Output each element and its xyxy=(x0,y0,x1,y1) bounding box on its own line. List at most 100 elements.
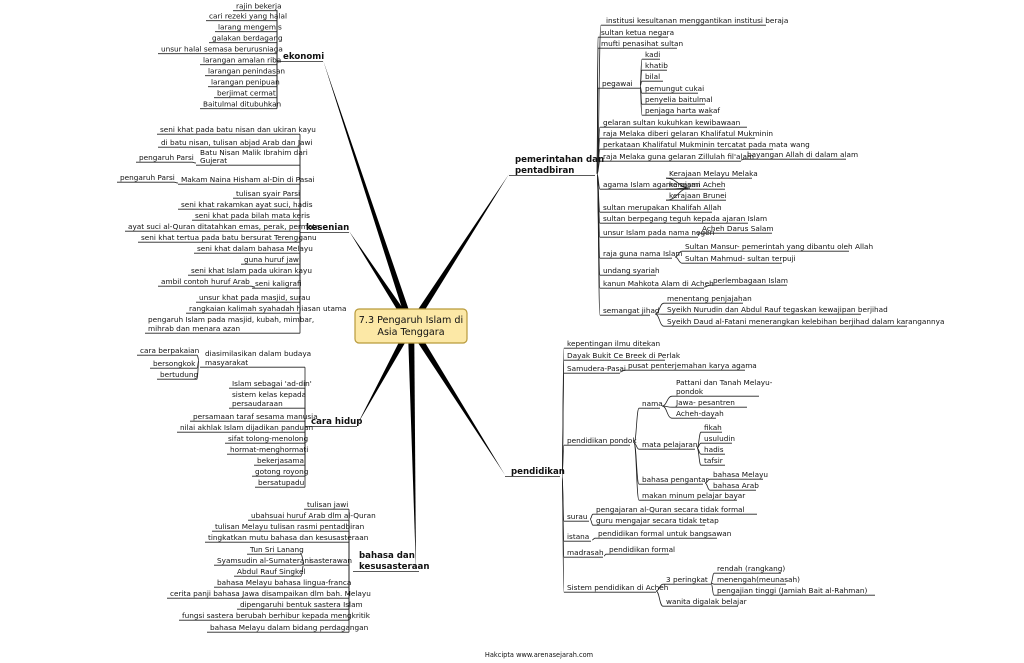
map-node[interactable]: unsur Islam pada nama negeri xyxy=(600,228,715,238)
map-node[interactable]: bersatupadu xyxy=(255,478,305,488)
map-node[interactable]: Makam Naina Hisham al-Din di Pasai xyxy=(178,175,315,185)
map-node[interactable]: menentang penjajahan xyxy=(664,294,752,304)
map-node[interactable]: cara berpakaian xyxy=(137,346,199,356)
map-node[interactable]: seni khat pada batu nisan dan ukiran kay… xyxy=(157,125,316,135)
map-node[interactable]: hadis xyxy=(701,445,725,455)
map-node[interactable]: sistem kelas kepada xyxy=(232,390,306,399)
map-node[interactable]: sifat tolong-menolong xyxy=(225,434,308,444)
map-node[interactable]: larangan amalan riba xyxy=(200,56,281,66)
map-node[interactable]: tafsir xyxy=(701,456,725,466)
map-node[interactable]: kanun Mahkota Alam di Acheh xyxy=(600,279,714,289)
map-node[interactable]: Sistem pendidikan di Acheh xyxy=(564,583,668,593)
map-node[interactable]: kerajaan Acheh xyxy=(666,180,725,190)
map-node[interactable]: raja Melaka diberi gelaran Khalifatul Mu… xyxy=(600,129,773,139)
map-node[interactable]: sultan berpegang teguh kepada ajaran Isl… xyxy=(600,214,767,224)
map-node[interactable]: tingkatkan mutu bahasa dan kesusasteraan xyxy=(205,533,368,543)
map-node[interactable]: Abdul Rauf Singkel xyxy=(234,567,306,577)
map-node[interactable]: diasimilasikan dalam budaya xyxy=(205,349,311,358)
map-node[interactable]: Tun Sri Lanang xyxy=(247,545,304,555)
map-node[interactable]: di batu nisan, tulisan abjad Arab dan Ja… xyxy=(158,138,312,148)
map-node[interactable]: bahasa pengantar xyxy=(639,475,709,485)
map-node[interactable]: kadi xyxy=(642,50,660,60)
map-node[interactable]: hormat-menghormati xyxy=(227,445,308,455)
map-node[interactable]: pendidikan pondok xyxy=(564,436,637,446)
map-node[interactable]: Syamsudin al-Sumaterani xyxy=(214,556,311,566)
map-node[interactable]: cari rezeki yang halal xyxy=(206,12,287,22)
map-node[interactable]: sasterawan xyxy=(304,556,352,566)
map-node[interactable]: pengajaran al-Quran secara tidak formal xyxy=(593,505,757,515)
map-node[interactable]: fikah xyxy=(701,423,722,433)
branch-pendidikan[interactable]: pendidikan xyxy=(505,467,565,477)
map-node[interactable]: sultan ketua negara xyxy=(598,28,674,38)
map-node[interactable]: ubahsuai huruf Arab dlm al-Quran xyxy=(248,511,376,521)
map-node[interactable]: pegawai xyxy=(598,79,640,89)
map-node[interactable]: tulisan syair Parsi xyxy=(233,189,300,199)
map-node[interactable]: gelaran sultan kukuhkan kewibawaan xyxy=(600,118,747,128)
map-node[interactable]: unsur halal semasa berurusniaga xyxy=(158,45,283,55)
map-node[interactable]: pengaruh Islam pada masjid, kubah, mimba… xyxy=(148,315,314,324)
map-node[interactable]: galakan berdagang xyxy=(209,34,283,44)
map-node[interactable]: Dayak Bukit Ce Breek di Perlak xyxy=(564,351,681,361)
map-node[interactable]: berjimat cermat xyxy=(214,89,277,99)
map-node[interactable]: mihrab dan menara azan xyxy=(145,324,300,334)
map-node[interactable]: persamaan taraf sesama manusia xyxy=(190,412,318,422)
map-node[interactable]: menengah(meunasah) xyxy=(714,575,800,585)
map-node[interactable]: perkataan Khalifatul Mukminin tercatat p… xyxy=(600,140,810,150)
map-node[interactable]: pondok xyxy=(672,387,759,397)
map-node[interactable]: kepentingan ilmu ditekan xyxy=(564,339,660,349)
map-node[interactable]: semangat jihad xyxy=(600,306,660,316)
map-node[interactable]: rendah (rangkang) xyxy=(714,564,785,574)
map-node[interactable]: perlembagaan Islam xyxy=(710,276,788,286)
map-node[interactable]: wanita digalak belajar xyxy=(663,597,747,607)
map-node[interactable]: dipengaruhi bentuk sastera Islam xyxy=(237,600,363,610)
map-node[interactable]: seni khat pada bilah mata keris xyxy=(192,211,310,221)
map-node[interactable]: seni kaligrafi xyxy=(252,279,302,289)
map-node[interactable]: bahasa Melayu dalam bidang perdagangan xyxy=(207,623,368,633)
map-node[interactable]: pengajian tinggi (Jamiah Bait al-Rahman) xyxy=(714,586,875,596)
map-node[interactable]: seni khat tertua pada batu bersurat Tere… xyxy=(138,233,317,243)
map-node[interactable]: raja Melaka guna gelaran Zillulah fil'al… xyxy=(600,152,754,162)
map-node[interactable]: raja guna nama Islam xyxy=(600,249,683,259)
map-node[interactable]: bahasa Arab xyxy=(710,481,759,491)
map-node[interactable]: masyarakat xyxy=(200,358,305,368)
map-node[interactable]: undang syariah xyxy=(600,266,660,276)
map-node[interactable]: institusi kesultanan menggantikan instit… xyxy=(601,16,788,26)
map-node[interactable]: pengaruh Parsi xyxy=(117,173,175,183)
map-node[interactable]: surau xyxy=(564,512,589,522)
map-node[interactable]: larang mengemis xyxy=(215,23,282,33)
map-node[interactable]: persaudaraan xyxy=(229,399,305,409)
map-node[interactable]: bertudung xyxy=(157,370,198,380)
map-node[interactable]: seni khat rakamkan ayat suci, hadis xyxy=(178,200,313,210)
map-node[interactable]: Jawa- pesantren xyxy=(672,398,747,408)
map-node[interactable]: Syeikh Daud al-Fatani menerangkan kelebi… xyxy=(664,317,944,327)
map-node[interactable]: istana xyxy=(564,532,591,542)
map-node[interactable]: guru mengajar secara tidak tetap xyxy=(593,516,719,526)
map-node[interactable]: bahasa Melayu bahasa lingua-franca xyxy=(214,578,351,588)
map-node[interactable]: bayangan Allah di dalam alam xyxy=(744,150,858,160)
map-node[interactable]: Batu Nisan Malik Ibrahim dari xyxy=(200,148,308,157)
map-node[interactable]: Baitulmal ditubuhkan xyxy=(200,100,281,110)
map-node[interactable]: Sultan Mansur- pemerintah yang dibantu o… xyxy=(682,242,873,252)
map-node[interactable]: Gujerat xyxy=(196,156,300,166)
map-node[interactable]: Syeikh Nurudin dan Abdul Rauf tegaskan k… xyxy=(664,305,888,315)
map-node[interactable]: usuludin xyxy=(701,434,735,444)
map-node[interactable]: penjaga harta wakaf xyxy=(642,106,720,116)
map-node[interactable]: tulisan jawi xyxy=(304,500,349,510)
map-node[interactable]: seni khat Islam pada ukiran kayu xyxy=(188,266,312,276)
map-node[interactable]: nama xyxy=(639,399,663,409)
map-node[interactable]: unsur khat pada masjid, surau xyxy=(196,293,310,303)
map-node[interactable]: madrasah xyxy=(564,548,604,558)
map-node[interactable]: larangan penipuan xyxy=(208,78,280,88)
map-node[interactable]: pendidikan formal untuk bangsawan xyxy=(595,529,731,539)
map-node[interactable]: seni khat dalam bahasa Melayu xyxy=(194,244,313,254)
map-node[interactable]: bekerjasama xyxy=(254,456,305,466)
map-node[interactable]: makan minum pelajar bayar xyxy=(639,491,745,501)
map-node[interactable]: Sultan Mahmud- sultan terpuji xyxy=(682,254,796,264)
map-node[interactable]: pendidikan formal xyxy=(606,545,675,555)
map-node[interactable]: gotong royong xyxy=(252,467,308,477)
map-node[interactable]: cerita panji bahasa Jawa disampaikan dlm… xyxy=(167,589,371,599)
map-node[interactable]: bersongkok xyxy=(150,359,197,369)
central-topic[interactable]: 7.3 Pengaruh Islam di Asia Tenggara xyxy=(354,308,468,344)
